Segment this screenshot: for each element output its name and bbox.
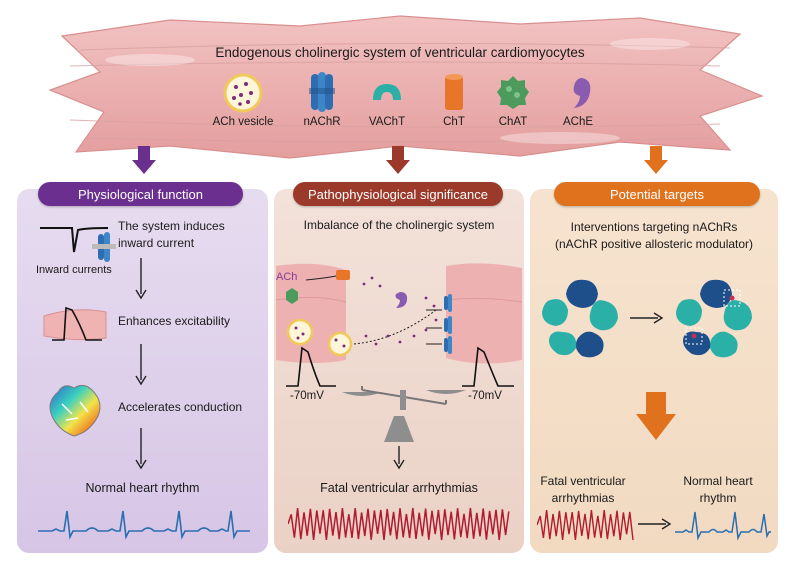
cht-icon (445, 74, 463, 110)
physiological-title: Physiological function (38, 182, 243, 206)
targets-from-line2: arrhythmias (551, 491, 615, 505)
component-label-ach-vesicle: ACh vesicle (212, 116, 274, 128)
physiological-outcome: Normal heart rhythm (85, 481, 200, 495)
fatal-arrhythmia-trace (288, 507, 510, 541)
ache-icon (573, 78, 591, 108)
ach-vesicle-icon (223, 73, 263, 113)
voltage-left-label: -70mV (290, 390, 324, 402)
arrow-to-pathophysiological-icon (386, 146, 410, 174)
down-arrow-icon (135, 344, 147, 386)
component-label-nachr: nAChR (303, 116, 341, 128)
right-arrow-icon (638, 518, 672, 530)
voltage-right-label: -70mV (468, 390, 502, 402)
nachr-pentamer-icon (542, 279, 618, 358)
targets-subtitle-line2: (nAChR positive allosteric modulator) (554, 237, 754, 251)
component-label-cht: ChT (443, 116, 465, 128)
action-potential-muscle-icon (43, 306, 107, 341)
inward-currents-label: Inward currents (36, 264, 112, 276)
physiological-panel (17, 189, 268, 553)
targets-subtitle-line1: Interventions targeting nAChRs (570, 220, 738, 234)
targets-title: Potential targets (554, 182, 760, 206)
normal-ecg-trace (38, 510, 250, 540)
step-enhances-excitability: Enhances excitability (118, 314, 231, 328)
pathophysiological-subtitle: Imbalance of the cholinergic system (303, 218, 495, 232)
down-arrow-icon (135, 258, 147, 300)
chat-icon (497, 76, 529, 109)
heart-conduction-icon (49, 384, 101, 437)
arrow-to-physiological-icon (132, 146, 156, 174)
component-label-ache: AChE (562, 116, 594, 128)
ach-label: ACh (276, 271, 298, 283)
inward-current-trace (40, 227, 116, 262)
right-arrow-icon (630, 312, 664, 324)
fatal-arrhythmia-small-trace (537, 510, 634, 541)
pathophysiological-panel (274, 189, 524, 553)
pathophysiological-outcome: Fatal ventricular arrhythmias (320, 481, 478, 495)
component-label-chat: ChAT (498, 116, 528, 128)
arrow-to-targets-icon (644, 146, 668, 174)
normal-ecg-small-trace (675, 511, 771, 541)
down-arrow-icon (135, 428, 147, 470)
pathophysiological-title: Pathophysiological significance (293, 182, 503, 206)
targets-to-line1: Normal heart (683, 474, 753, 488)
component-label-vacht: VAChT (368, 116, 406, 128)
scale-base-icon (384, 416, 414, 442)
big-down-arrow-icon (636, 392, 676, 440)
targets-to-line2: rhythm (699, 491, 737, 505)
nachr-pentamer-modulated-icon (676, 279, 752, 358)
banner-title: Endogenous cholinergic system of ventric… (215, 45, 585, 60)
vacht-icon (373, 84, 401, 100)
cardiomyocyte-banner (48, 15, 764, 159)
down-arrow-icon (393, 446, 405, 470)
targets-from-line1: Fatal ventricular (540, 474, 626, 488)
step-induces-inward-current-line2: inward current (118, 236, 195, 250)
step-induces-inward-current-line1: The system induces (118, 219, 225, 233)
step-accelerates-conduction: Accelerates conduction (118, 400, 243, 414)
nachr-icon (309, 72, 335, 112)
cholinergic-imbalance-illustration (276, 263, 522, 410)
targets-panel (530, 189, 778, 553)
